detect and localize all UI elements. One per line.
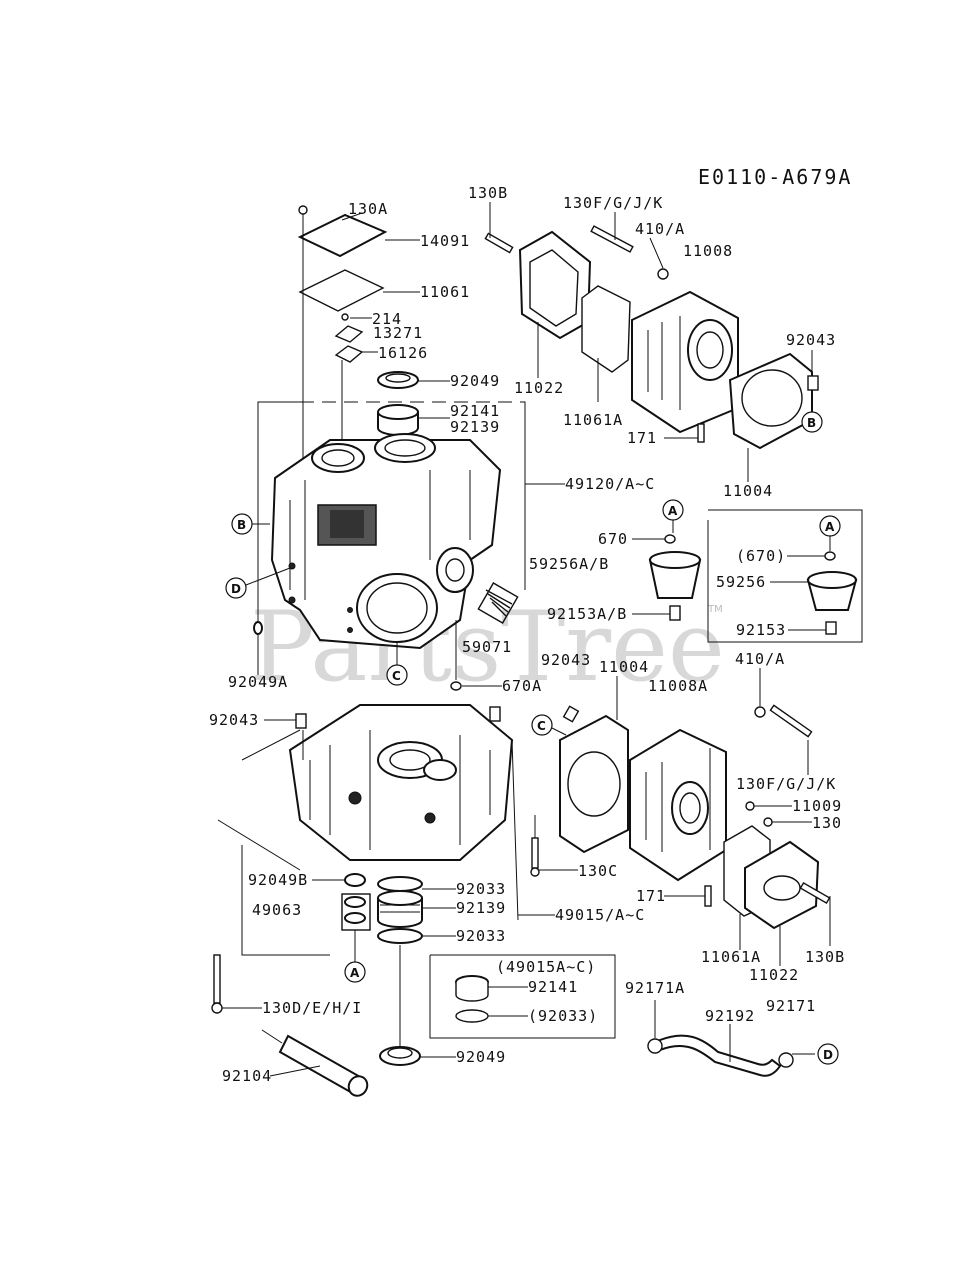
- callout-92171a: 92171A: [625, 979, 685, 997]
- callout-16126: 16126: [378, 344, 428, 362]
- ref-marker-d-right-text: D: [823, 1048, 833, 1062]
- callout-49063: 49063: [252, 901, 302, 919]
- callout-59071: 59071: [462, 638, 512, 656]
- callout-92171: 92171: [766, 997, 816, 1015]
- callout-11008: 11008: [683, 242, 733, 260]
- callout-11061a-bot: 11061A: [701, 948, 761, 966]
- callout-13271: 13271: [373, 324, 423, 342]
- callout-92153: 92153: [736, 621, 786, 639]
- callout-49015-paren: (49015A~C): [496, 958, 596, 976]
- callout-92192: 92192: [705, 1007, 755, 1025]
- callout-670-paren: (670): [736, 547, 786, 565]
- callout-49120: 49120/A~C: [565, 475, 655, 493]
- ref-marker-c-right-text: C: [537, 719, 546, 733]
- callout-171-bot: 171: [636, 887, 666, 905]
- dowel-pin-92049a: [253, 621, 263, 635]
- cylinder-head-1: [484, 225, 819, 450]
- callout-92043-right: 92043: [786, 331, 836, 349]
- callout-11004-mid: 11004: [599, 658, 649, 676]
- alt-bearing-box: [429, 954, 616, 1039]
- breather-hose-assembly: [647, 1034, 794, 1077]
- seal-92049-bottom: [379, 945, 421, 1066]
- callout-11061: 11061: [420, 283, 470, 301]
- ref-marker-c-mid-text: C: [392, 669, 401, 683]
- ref-marker-b-left-text: B: [237, 518, 246, 532]
- ref-marker-c-right: [531, 714, 553, 736]
- callout-410a-mid: 410/A: [735, 650, 785, 668]
- callout-92049-top: 92049: [450, 372, 500, 390]
- callout-49015: 49015/A~C: [555, 906, 645, 924]
- callout-92049a: 92049A: [228, 673, 288, 691]
- callout-92049b: 92049B: [248, 871, 308, 889]
- callout-14091: 14091: [420, 232, 470, 250]
- sealant-tube-92104: [261, 1029, 369, 1097]
- oil-filter-screens: [648, 509, 863, 643]
- callout-130dehi: 130D/E/H/I: [262, 999, 362, 1017]
- callout-670a: 670A: [502, 677, 542, 695]
- callout-92043-left: 92043: [209, 711, 259, 729]
- bolt-130c: [530, 837, 540, 877]
- crankcase-lower: [288, 704, 514, 861]
- callout-410a-top: 410/A: [635, 220, 685, 238]
- ref-marker-d-right: [817, 1043, 839, 1065]
- callout-130: 130: [812, 814, 842, 832]
- ref-marker-b-right: [801, 411, 823, 433]
- callout-92153ab: 92153A/B: [547, 605, 627, 623]
- callout-92141-top: 92141: [450, 402, 500, 420]
- callout-130fgjk-mid: 130F/G/J/K: [736, 775, 836, 793]
- ref-marker-a-upper-text: A: [668, 504, 678, 518]
- crankcase-upper: [270, 433, 502, 650]
- callout-11008a: 11008A: [648, 677, 708, 695]
- callout-92139-bot: 92139: [456, 899, 506, 917]
- callout-92033-a: 92033: [456, 880, 506, 898]
- callout-92033-b: 92033: [456, 927, 506, 945]
- oring-670a: [450, 681, 462, 691]
- callout-92104: 92104: [222, 1067, 272, 1085]
- callout-92033-paren: (92033): [528, 1007, 598, 1025]
- callout-92049-bot: 92049: [456, 1048, 506, 1066]
- callout-92141-bot: 92141: [528, 978, 578, 996]
- spring-59071: [477, 582, 519, 624]
- cylinder-head-2: [559, 704, 831, 930]
- callout-130b-top: 130B: [468, 184, 508, 202]
- callout-59256ab: 59256A/B: [529, 555, 609, 573]
- callout-59256: 59256: [716, 573, 766, 591]
- callout-130fgjk-top: 130F/G/J/K: [563, 194, 663, 212]
- callout-92139-top: 92139: [450, 418, 500, 436]
- callout-130b-bot: 130B: [805, 948, 845, 966]
- leader-lines: [222, 202, 831, 1077]
- callout-11004-top: 11004: [723, 482, 773, 500]
- ref-marker-a-box-text: A: [825, 520, 835, 534]
- ref-marker-b-right-text: B: [807, 416, 816, 430]
- callout-214: 214: [372, 310, 402, 328]
- callout-130a: 130A: [348, 200, 388, 218]
- callout-130c: 130C: [578, 862, 618, 880]
- trademark-mark: TM: [707, 604, 723, 615]
- callout-171-top: 171: [627, 429, 657, 447]
- callout-11022-top: 11022: [514, 379, 564, 397]
- reference-markers: B D C B A A C A D: [225, 411, 841, 1065]
- callout-11061a-top: 11061A: [563, 411, 623, 429]
- callout-11009: 11009: [792, 797, 842, 815]
- callout-92043-mid: 92043: [541, 651, 591, 669]
- callout-labels: 130B 130F/G/J/K 410/A 11008 130A 14091 1…: [209, 184, 845, 1085]
- callout-11022-bot: 11022: [749, 966, 799, 984]
- ref-marker-a-lower-text: A: [350, 966, 360, 980]
- ref-marker-d-left: [225, 577, 247, 599]
- cover-stack: [297, 205, 419, 436]
- bearing-seal-stack: [341, 873, 423, 944]
- callout-670: 670: [598, 530, 628, 548]
- diagram-code: E0110-A679A: [698, 165, 852, 189]
- long-bolt-130dehi: [211, 954, 223, 1014]
- ref-marker-d-left-text: D: [231, 582, 241, 596]
